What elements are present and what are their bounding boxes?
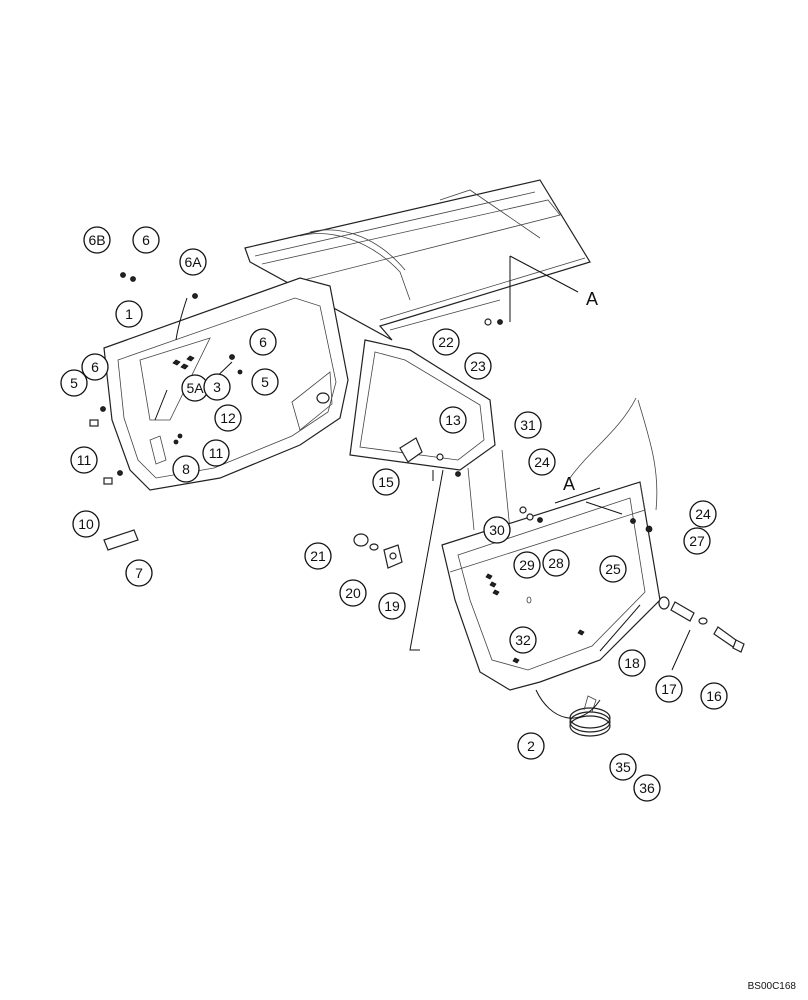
- callout-bubble: 5: [251, 368, 279, 396]
- door-glass-outline: [569, 397, 658, 511]
- callout-bubble: 6A: [179, 248, 207, 276]
- callout-bubble: 20: [339, 579, 367, 607]
- callout-label: 23: [470, 358, 486, 374]
- callout-label: 5A: [186, 380, 204, 396]
- callout-bubble: 32: [509, 626, 537, 654]
- callout-label: 36: [639, 780, 655, 796]
- roof-frame: [244, 179, 591, 341]
- callout-bubble: 13: [439, 406, 467, 434]
- callout-label: 22: [438, 334, 454, 350]
- callout-label: 2: [527, 738, 535, 754]
- callout-label: 5: [70, 375, 78, 391]
- callout-bubble: 15: [372, 468, 400, 496]
- callout-label: 32: [515, 632, 531, 648]
- callout-bubble: 24: [528, 448, 556, 476]
- callout-bubble: 3: [203, 373, 231, 401]
- callout-bubble: 30: [483, 516, 511, 544]
- section-label-a: A: [586, 289, 598, 309]
- callout-label: 19: [384, 598, 400, 614]
- section-a-leader-top: [509, 255, 579, 322]
- callout-bubble: 24: [689, 500, 717, 528]
- callout-bubble: 35: [609, 753, 637, 781]
- callout-bubble: 11: [202, 439, 230, 467]
- callout-bubble: 6: [81, 353, 109, 381]
- section-label-a: A: [563, 474, 575, 494]
- callout-label: 35: [615, 759, 631, 775]
- callout-bubble: 1: [115, 300, 143, 328]
- callout-label: 25: [605, 561, 621, 577]
- callout-label: 6A: [184, 254, 202, 270]
- callout-bubble: 27: [683, 527, 711, 555]
- callout-bubble: 28: [542, 549, 570, 577]
- callout-bubble: 6: [249, 328, 277, 356]
- callout-bubble: 10: [72, 510, 100, 538]
- callout-label: 6: [259, 334, 267, 350]
- callout-label: 6B: [88, 232, 105, 248]
- callout-bubble: 16: [700, 682, 728, 710]
- callout-label: 10: [78, 516, 94, 532]
- callout-label: 12: [220, 410, 236, 426]
- callout-bubble: 11: [70, 446, 98, 474]
- callout-label: 20: [345, 585, 361, 601]
- callout-label: 8: [182, 461, 190, 477]
- callout-bubble: 23: [464, 352, 492, 380]
- callout-bubble: 17: [655, 675, 683, 703]
- callout-bubble: 6B: [83, 226, 111, 254]
- callout-label: 5: [261, 374, 269, 390]
- callout-label: 28: [548, 555, 564, 571]
- callout-label: 11: [209, 445, 224, 461]
- callout-label: 3: [213, 379, 221, 395]
- callout-label: 13: [445, 412, 461, 428]
- callout-bubble: 8: [172, 455, 200, 483]
- callout-bubble: 6: [132, 226, 160, 254]
- drawing-code: BS00C168: [747, 981, 796, 992]
- section-a-leader-door: [554, 487, 623, 515]
- callout-label: 17: [661, 681, 677, 697]
- callouts: 6B 6 6A 1 6 5 6 5 5A 3 12 11 11 8 10 7 1…: [60, 226, 728, 802]
- callout-bubble: 12: [214, 404, 242, 432]
- hinge-pin-assembly: [670, 601, 745, 653]
- callout-bubble: 31: [514, 411, 542, 439]
- callout-label: 31: [520, 417, 536, 433]
- callout-label: 21: [310, 548, 326, 564]
- center-frame: [349, 339, 511, 531]
- callout-bubble: 25: [599, 555, 627, 583]
- callout-label: 18: [624, 655, 640, 671]
- callout-bubble: 18: [618, 649, 646, 677]
- callout-label: 11: [77, 452, 92, 468]
- callout-label: 6: [91, 359, 99, 375]
- door-left-hardware: [89, 272, 243, 551]
- callout-bubble: 19: [378, 592, 406, 620]
- callout-label: 15: [378, 474, 394, 490]
- callout-label: 6: [142, 232, 150, 248]
- callout-label: 24: [534, 454, 550, 470]
- callout-label: 7: [135, 565, 143, 581]
- callout-label: 29: [519, 557, 535, 573]
- callout-label: 16: [706, 688, 722, 704]
- callout-bubble: 7: [125, 559, 153, 587]
- callout-bubble: 5: [60, 369, 88, 397]
- leader-lines: [154, 297, 691, 671]
- callout-bubble: 22: [432, 328, 460, 356]
- hinge-parts: [353, 318, 653, 569]
- callout-bubble: 2: [517, 732, 545, 760]
- callout-bubble: 21: [304, 542, 332, 570]
- callout-bubble: 29: [513, 551, 541, 579]
- door-seal-coil: [569, 695, 611, 737]
- callout-bubble: 36: [633, 774, 661, 802]
- seal-leader: [535, 689, 601, 719]
- callout-label: 27: [689, 533, 705, 549]
- callout-label: 30: [489, 522, 505, 538]
- callout-label: 24: [695, 506, 711, 522]
- callout-label: 1: [125, 306, 133, 322]
